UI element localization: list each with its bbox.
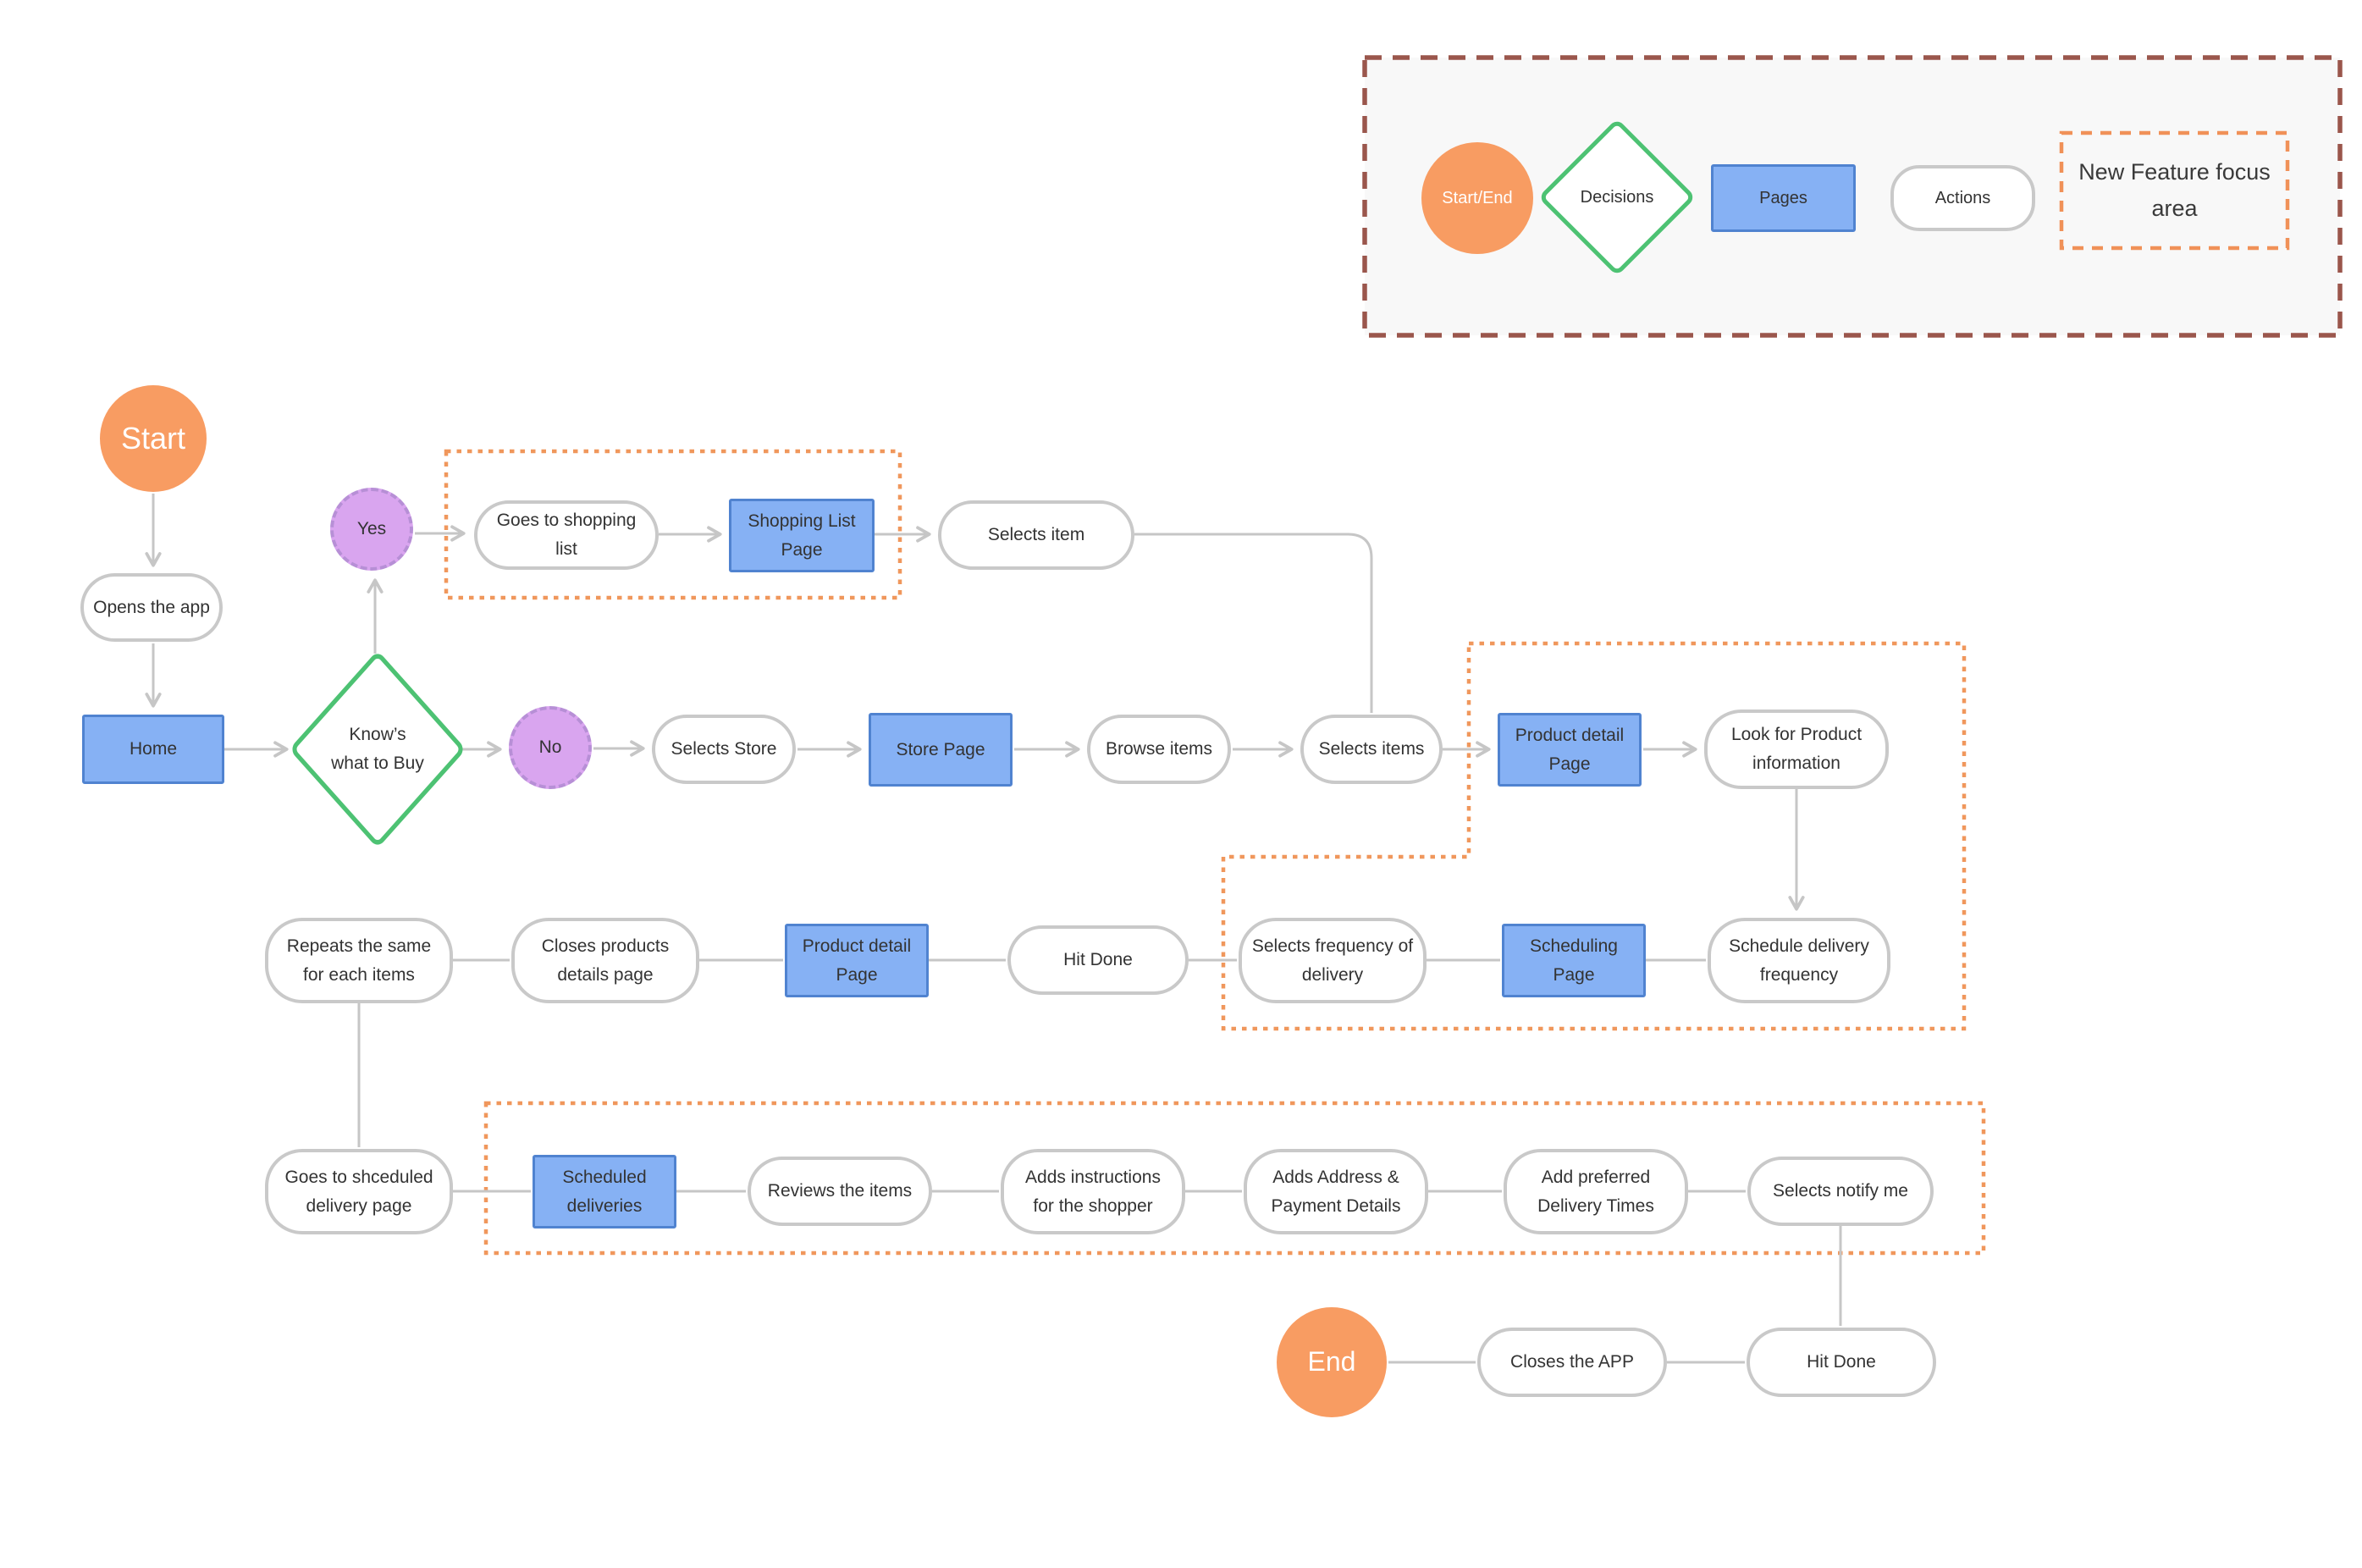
legend-actions-pill: Actions: [1890, 165, 2035, 231]
node-start[interactable]: Start: [100, 385, 207, 492]
node-look-for-product-information[interactable]: Look for Product information: [1704, 709, 1889, 789]
focus-area-outlines: [444, 449, 1986, 1256]
node-end[interactable]: End: [1277, 1307, 1387, 1417]
node-selects-item[interactable]: Selects item: [938, 500, 1134, 570]
node-goes-to-scheduled-delivery-page[interactable]: Goes to shceduled delivery page: [265, 1149, 453, 1234]
node-reviews-the-items[interactable]: Reviews the items: [748, 1157, 932, 1226]
connectors-arrows: [145, 494, 1805, 911]
node-yes[interactable]: Yes: [330, 488, 413, 571]
node-closes-product-details[interactable]: Closes products details page: [511, 918, 699, 1003]
node-selects-notify-me[interactable]: Selects notify me: [1747, 1157, 1934, 1226]
node-shopping-list-page[interactable]: Shopping List Page: [729, 499, 875, 572]
node-product-detail-page-1[interactable]: Product detail Page: [1498, 713, 1642, 787]
legend-pages-rect: Pages: [1711, 164, 1856, 232]
focus-area-scheduled-deliveries: [483, 1101, 1986, 1256]
connectors-lines: [357, 533, 1842, 1364]
node-selects-items[interactable]: Selects items: [1300, 715, 1443, 784]
decision-label: Know’s what to Buy: [331, 725, 424, 773]
node-adds-address-payment-details[interactable]: Adds Address & Payment Details: [1244, 1149, 1428, 1234]
legend-decisions-label: Decisions: [1580, 188, 1654, 207]
focus-area-product-scheduling: [1221, 641, 1967, 1031]
legend-decisions-diamond: Decisions: [1537, 118, 1697, 277]
node-knows-what-to-buy-decision[interactable]: Know’s what to Buy: [289, 649, 466, 849]
node-selects-frequency-of-delivery[interactable]: Selects frequency of delivery: [1239, 918, 1427, 1003]
focus-area-shopping-list: [444, 449, 902, 600]
node-scheduling-page[interactable]: Scheduling Page: [1502, 924, 1646, 997]
node-hit-done-1[interactable]: Hit Done: [1007, 925, 1189, 995]
node-repeats-for-each-item[interactable]: Repeats the same for each items: [265, 918, 453, 1003]
node-hit-done-2[interactable]: Hit Done: [1747, 1328, 1936, 1397]
node-add-preferred-delivery-times[interactable]: Add preferred Delivery Times: [1504, 1149, 1688, 1234]
node-no[interactable]: No: [509, 706, 592, 789]
node-goes-to-shopping-list[interactable]: Goes to shopping list: [474, 500, 659, 570]
node-closes-the-app[interactable]: Closes the APP: [1477, 1328, 1667, 1397]
node-browse-items[interactable]: Browse items: [1087, 715, 1231, 784]
node-adds-instructions-for-shopper[interactable]: Adds instructions for the shopper: [1001, 1149, 1185, 1234]
node-store-page[interactable]: Store Page: [869, 713, 1013, 787]
node-selects-store[interactable]: Selects Store: [652, 715, 796, 784]
node-opens-the-app[interactable]: Opens the app: [80, 573, 223, 642]
node-schedule-delivery-frequency[interactable]: Schedule delivery frequency: [1708, 918, 1890, 1003]
node-product-detail-page-2[interactable]: Product detail Page: [785, 924, 929, 997]
node-scheduled-deliveries-page[interactable]: Scheduled deliveries: [533, 1155, 676, 1228]
node-home-page[interactable]: Home: [82, 715, 224, 784]
legend-start-end-circle: Start/End: [1421, 142, 1533, 254]
legend-focus-area-label: New Feature focus area: [2078, 158, 2271, 221]
